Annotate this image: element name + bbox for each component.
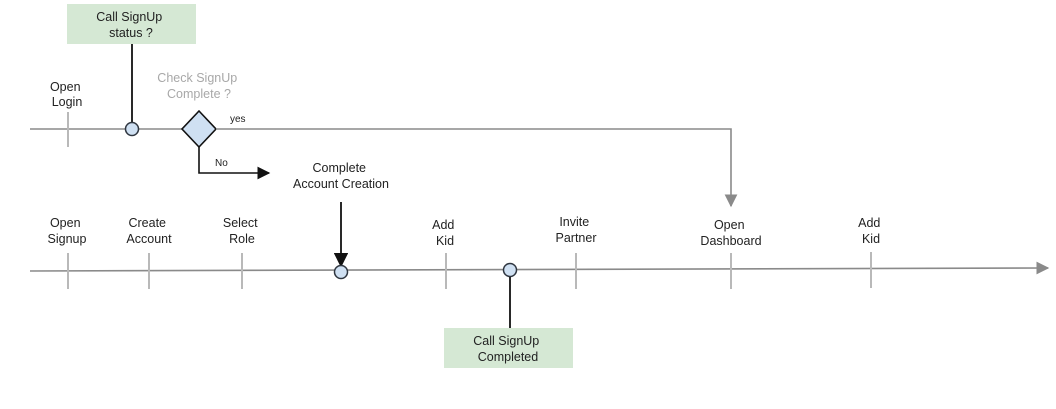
label-add-kid: Add Kid bbox=[432, 218, 458, 248]
call-signup-completed-line-1: Call SignUp bbox=[473, 334, 539, 348]
label-no: No bbox=[215, 158, 228, 169]
svg-text:Call SignUp status ?: Call SignUp status ? bbox=[96, 10, 166, 40]
label-add-kid-2: Add Kid bbox=[858, 216, 884, 246]
label-create-account: Create Account bbox=[126, 216, 172, 246]
no-branch-line bbox=[198, 147, 271, 180]
call-signup-completed-box: Call SignUp Completed bbox=[444, 328, 573, 368]
label-check-signup-complete: Check SignUp Complete ? bbox=[157, 71, 240, 101]
node-call-signup-status bbox=[124, 121, 140, 137]
call-signup-status-line-1: Call SignUp bbox=[96, 10, 162, 24]
label-open-signup: Open Signup bbox=[48, 216, 87, 246]
label-open-dashboard: Open Dashboard bbox=[700, 218, 761, 248]
label-complete-account-creation: Complete Account Creation bbox=[293, 161, 389, 191]
label-invite-partner: Invite Partner bbox=[556, 215, 597, 245]
call-signup-status-box: Call SignUp status ? bbox=[67, 4, 196, 44]
main-timeline bbox=[29, 261, 1050, 275]
call-signup-completed-line-2: Completed bbox=[478, 350, 538, 364]
label-open-login: Open Login bbox=[50, 80, 84, 109]
node-complete-account-creation bbox=[333, 264, 349, 280]
svg-text:Call SignUp Completed: Call SignUp Completed bbox=[473, 334, 543, 364]
label-yes: yes bbox=[230, 114, 246, 125]
label-select-role: Select Role bbox=[223, 216, 261, 246]
yes-branch-line bbox=[216, 128, 738, 208]
call-signup-status-line-2: status ? bbox=[109, 26, 153, 40]
decision-diamond bbox=[180, 109, 218, 149]
node-call-signup-completed bbox=[502, 262, 518, 278]
